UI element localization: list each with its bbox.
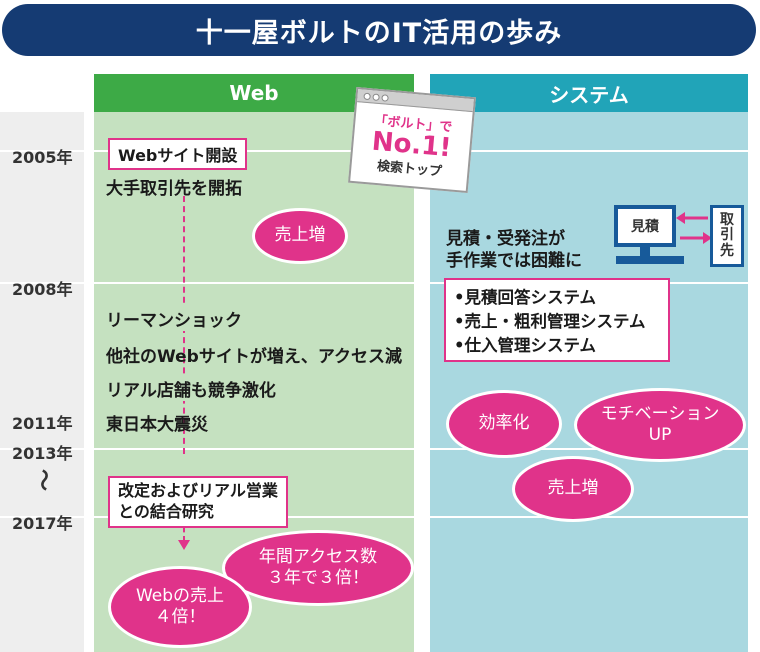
access-triple-line2: ３年で３倍！ — [267, 568, 369, 588]
divider-2008 — [0, 282, 760, 284]
system-problem-line1: 見積・受発注が — [446, 229, 565, 249]
system-item-purchase: •仕入管理システム — [454, 335, 597, 355]
timeline-arrow-icon — [178, 540, 190, 550]
exchange-arrows-icon — [676, 212, 712, 244]
monitor-label: 見積 — [631, 219, 659, 235]
system-problem-line2: 手作業では困難に — [446, 251, 582, 272]
system-column-header: システム — [430, 74, 748, 112]
motivation-line2: UP — [648, 425, 672, 445]
system-column — [430, 112, 748, 652]
sales-quad-line2: ４倍！ — [154, 607, 206, 627]
web-research-line1: 改定およびリアル営業 — [118, 481, 278, 500]
system-item-sales: •売上・粗利管理システム — [454, 311, 646, 331]
web-research-line2: との結合研究 — [118, 501, 214, 521]
access-triple-line1: 年間アクセス数 — [258, 546, 378, 567]
search-top-badge: 「ボルト」で No.1! 検索トップ — [348, 86, 476, 194]
efficiency-label: 効率化 — [478, 413, 530, 434]
motivation-line1: モチベーション — [600, 403, 720, 424]
sales-quad-line1: Webの売上 — [135, 585, 225, 606]
year-2017: 2017年 — [12, 514, 73, 533]
web-research-box: 改定およびリアル営業 との結合研究 — [108, 476, 288, 528]
web-expand-text: 大手取引先を開拓 — [106, 179, 242, 199]
page-title-text: 十一屋ボルトのIT活用の歩み — [195, 17, 563, 49]
monitor-base — [616, 256, 684, 264]
event-earthquake: 東日本大震災 — [106, 415, 208, 435]
web-site-open-box: Webサイト開設 — [108, 138, 248, 170]
page-title: 十一屋ボルトのIT活用の歩み — [2, 4, 756, 56]
year-2005: 2005年 — [12, 148, 73, 167]
event-store-competition: リアル店舗も競争激化 — [106, 376, 276, 401]
event-access-drop: 他社のWebサイトが増え、アクセス減 — [106, 347, 402, 367]
web-sales-up-bubble: 売上増 — [252, 208, 348, 264]
divider-2013 — [0, 448, 760, 450]
monitor-stand — [640, 247, 650, 257]
monitor-icon: 見積 — [614, 205, 676, 247]
web-sales-up-label: 売上増 — [274, 225, 326, 246]
partner-char-1: 取 — [720, 211, 734, 228]
year-2011: 2011年 — [12, 414, 73, 433]
system-sales-up-label: 売上増 — [547, 478, 599, 499]
partner-box: 取 引 先 — [710, 205, 744, 267]
system-sales-up-bubble: 売上増 — [512, 456, 634, 522]
year-2013: 2013年 — [12, 444, 73, 463]
system-item-quote: •見積回答システム — [454, 288, 597, 307]
partner-char-3: 先 — [720, 242, 734, 259]
year-2008: 2008年 — [12, 280, 73, 299]
year-strip — [0, 112, 84, 652]
efficiency-bubble: 効率化 — [446, 390, 562, 458]
event-lehman: リーマンショック — [106, 306, 242, 331]
year-range-wave: 〜 — [30, 468, 56, 492]
system-problem-text: 見積・受発注が 手作業では困難に — [446, 228, 582, 272]
partner-char-2: 引 — [720, 227, 734, 244]
system-list-box: •見積回答システム •売上・粗利管理システム •仕入管理システム — [444, 278, 670, 362]
divider-2017 — [0, 516, 760, 518]
